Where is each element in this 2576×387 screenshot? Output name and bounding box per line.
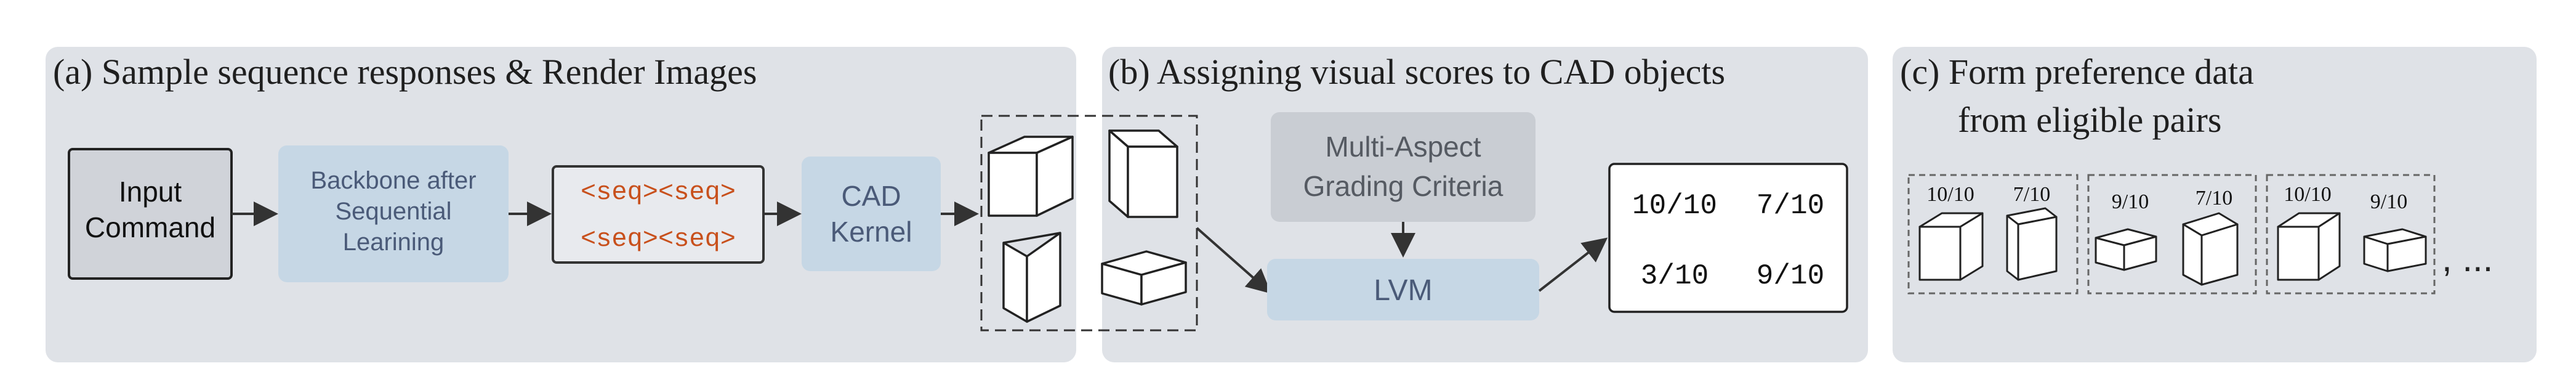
- panel-c-title-line2: from eligible pairs: [1958, 100, 2221, 140]
- lvm-box: [1267, 259, 1539, 320]
- arrow-lvm-to-scores: [1538, 237, 1608, 292]
- criteria-line1: Multi-Aspect: [1325, 131, 1481, 163]
- score-2: 7/10: [1757, 190, 1824, 222]
- pair-3-right-score: 9/10: [2370, 190, 2407, 213]
- sequence-row1: <seq><seq>: [581, 177, 736, 207]
- backbone-line3: Learining: [343, 229, 445, 256]
- pair-2-right-score: 7/10: [2196, 187, 2232, 210]
- flat-box-icon: [1101, 250, 1187, 306]
- tall-box-icon: [2182, 212, 2239, 286]
- pair-2-left-score: 9/10: [2112, 190, 2149, 213]
- folded-panel-icon: [1002, 232, 1061, 323]
- input-command-line2: Command: [85, 211, 215, 243]
- cube-icon: [2277, 212, 2341, 281]
- rendered-objects-box: [980, 115, 1198, 332]
- preference-pair-1: [1907, 174, 2079, 295]
- panel-c-title-line1: (c) Form preference data: [1900, 52, 2254, 92]
- lvm-label: LVM: [1374, 274, 1432, 307]
- panel-a-title: (a) Sample sequence responses & Render I…: [53, 52, 757, 92]
- ellipsis: , ...: [2442, 238, 2493, 279]
- flat-box-icon: [2363, 228, 2427, 272]
- sequence-row2: <seq><seq>: [581, 224, 736, 254]
- panel-b-title: (b) Assigning visual scores to CAD objec…: [1108, 52, 1725, 92]
- pair-1-right-score: 7/10: [2013, 183, 2050, 206]
- cad-kernel-box: [802, 157, 941, 271]
- score-3: 3/10: [1641, 260, 1709, 292]
- score-4: 9/10: [1757, 260, 1824, 292]
- preference-pair-3: [2266, 174, 2436, 295]
- scores-box: [1608, 163, 1848, 313]
- cad-kernel-line2: Kernel: [831, 216, 912, 248]
- cube-icon: [988, 136, 1074, 217]
- backbone-box: [278, 145, 509, 282]
- backbone-line1: Backbone after: [310, 167, 476, 194]
- panel-c: [1893, 47, 2537, 362]
- criteria-box: [1271, 112, 1536, 222]
- pair-3-left-score: 10/10: [2284, 183, 2331, 206]
- arrow-renders-to-lvm: [1196, 227, 1272, 294]
- tall-box-icon: [2006, 207, 2058, 281]
- criteria-line2: Grading Criteria: [1303, 170, 1503, 202]
- flat-box-icon: [2095, 228, 2157, 271]
- cad-kernel-line1: CAD: [841, 180, 901, 212]
- backbone-line2: Sequential: [335, 198, 451, 225]
- preference-pair-2: [2087, 174, 2257, 295]
- pair-1-left-score: 10/10: [1926, 183, 1974, 206]
- input-command-line1: Input: [119, 176, 182, 208]
- score-1: 10/10: [1632, 190, 1717, 222]
- cube-icon: [1918, 212, 1984, 281]
- tall-box-icon: [1108, 129, 1178, 218]
